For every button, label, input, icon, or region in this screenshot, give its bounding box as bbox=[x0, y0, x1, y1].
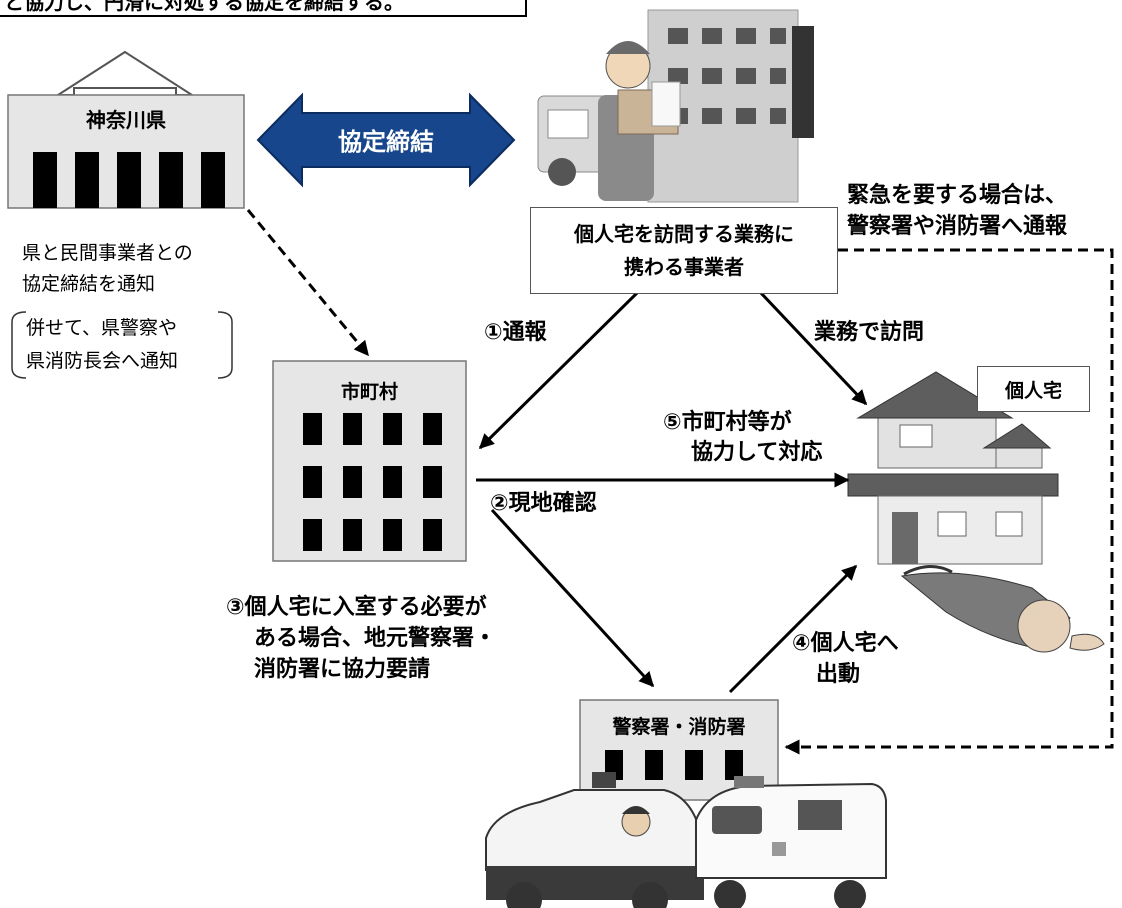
prefecture-building-icon bbox=[7, 50, 245, 209]
delivery-worker-illustration bbox=[537, 9, 814, 203]
step3-line3: 消防署に協力要請 bbox=[254, 657, 431, 682]
municipality-name: 市町村 bbox=[340, 381, 398, 403]
residence-label: 個人宅 bbox=[977, 366, 1090, 412]
notice-text: 県と民間事業者との 協定締結を通知 bbox=[22, 238, 193, 300]
arrow-dispatch bbox=[728, 564, 858, 694]
emergency-line2: 警察署や消防署へ通報 bbox=[847, 214, 1068, 239]
step2-label: ②現地確認 bbox=[490, 491, 597, 516]
notice-paren-line1: 併せて、県警察や bbox=[26, 317, 178, 339]
emergency-dashed-arrow bbox=[784, 248, 1114, 755]
notice-paren-line2: 県消防長会へ通知 bbox=[26, 350, 179, 372]
ambulance-illustration bbox=[695, 776, 887, 908]
arrow-visit bbox=[758, 290, 868, 406]
top-caption: と協力し、円滑に対処する協定を締結する。 bbox=[4, 0, 404, 14]
notice-line2: 協定締結を通知 bbox=[22, 273, 156, 295]
notice-paren-text: 併せて、県警察や 県消防長会へ通知 bbox=[26, 312, 178, 378]
emergency-text: 緊急を要する場合は、 警察署や消防署へ通報 bbox=[847, 180, 1067, 242]
step1-label: ①通報 bbox=[484, 320, 547, 345]
business-line1: 個人宅を訪問する業務に bbox=[574, 221, 794, 246]
police-car-illustration bbox=[485, 772, 706, 908]
step5-line1: ⑤市町村等が bbox=[663, 410, 792, 435]
step3-line2: ある場合、地元警察署・ bbox=[254, 626, 497, 651]
step4-line1: ④個人宅へ bbox=[792, 631, 899, 656]
notice-dashed-arrow bbox=[246, 209, 370, 357]
collapsed-person-illustration bbox=[900, 565, 1105, 653]
step4-label: ④個人宅へ 出動 bbox=[792, 628, 899, 690]
step4-line2: 出動 bbox=[816, 662, 861, 687]
notice-bracket-left bbox=[11, 311, 27, 379]
arrow-report bbox=[478, 290, 640, 450]
business-operator-box: 個人宅を訪問する業務に 携わる事業者 bbox=[530, 207, 838, 294]
step3-line1: ③個人宅に入室する必要が bbox=[226, 595, 487, 620]
notice-line1: 県と民間事業者との bbox=[22, 242, 193, 264]
police-fire-name: 警察署・消防署 bbox=[612, 716, 746, 738]
top-caption-frame bbox=[0, 0, 527, 17]
step5-label: ⑤市町村等が 協力して対応 bbox=[663, 408, 822, 468]
step3-label: ③個人宅に入室する必要が ある場合、地元警察署・ 消防署に協力要請 bbox=[226, 592, 496, 685]
agreement-arrow bbox=[256, 92, 516, 188]
step5-line2: 協力して対応 bbox=[691, 440, 823, 465]
business-line2: 携わる事業者 bbox=[624, 254, 744, 279]
prefecture-name: 神奈川県 bbox=[86, 108, 166, 132]
house-illustration bbox=[847, 371, 1059, 565]
municipality-building-icon bbox=[272, 360, 467, 562]
agreement-label: 協定締結 bbox=[338, 128, 434, 156]
arrow-request bbox=[490, 508, 655, 688]
visit-label: 業務で訪問 bbox=[814, 320, 925, 345]
notice-bracket-right bbox=[217, 311, 233, 379]
emergency-line1: 緊急を要する場合は、 bbox=[847, 183, 1068, 208]
